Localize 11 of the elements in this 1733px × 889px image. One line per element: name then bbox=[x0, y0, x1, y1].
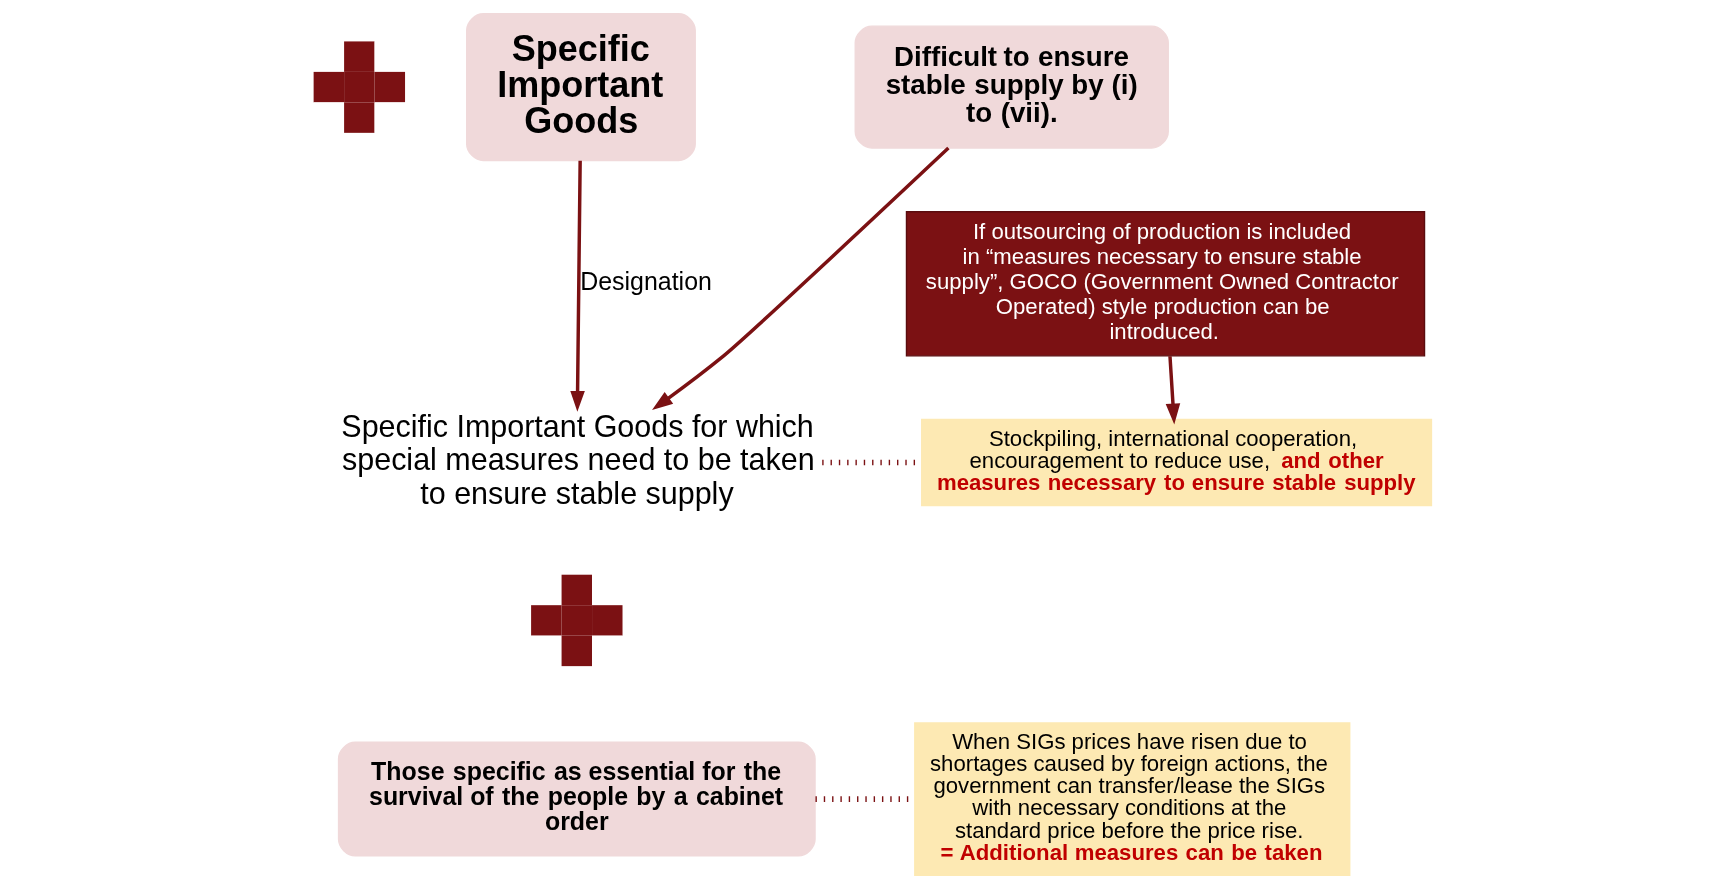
node-box: Stockpiling, international cooperation, encouragement to reduce use, and other measures necessary to ensure stable supply bbox=[920, 418, 1432, 507]
node-box: Those specific as essential for the survival of the people by a cabinet order bbox=[337, 741, 816, 857]
arrow bbox=[651, 146, 950, 410]
arrow bbox=[1165, 356, 1180, 425]
node-text: Specific Important Goods for which special measures need to be taken to ensure stable supply bbox=[340, 409, 815, 510]
node-box: If outsourcing of production is included in “measures necessary to ensure stable supply”, GOCO (Government Owned Contractor Operated) style production can be introduced. bbox=[905, 211, 1425, 357]
edge-label: Designation bbox=[579, 266, 712, 295]
node-box: When SIGs prices have risen due to shortages caused by foreign actions, the government can transfer/lease the SIGs with necessary conditions at the standard price before the price rise. = Additional measures can be taken bbox=[913, 722, 1350, 876]
node-box: Difficult to ensure stable supply by (i) to (vii). bbox=[854, 25, 1169, 149]
node-box: Specific Important Goods bbox=[465, 13, 696, 162]
arrow bbox=[569, 160, 585, 412]
